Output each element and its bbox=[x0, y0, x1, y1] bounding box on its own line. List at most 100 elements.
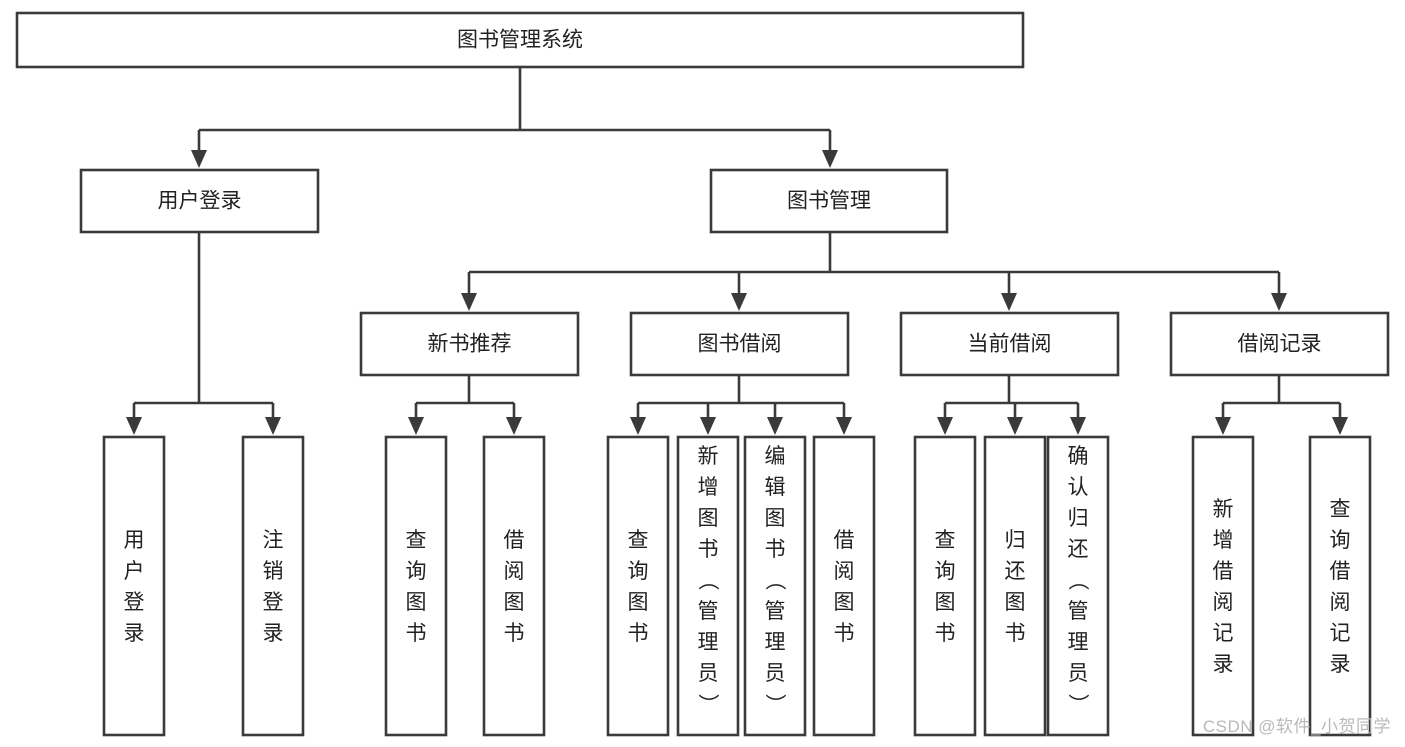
arrowhead-query-book-a bbox=[408, 417, 424, 435]
leaf-node-10-label-char: 还 bbox=[1068, 538, 1089, 561]
leaf-node-3-label-char: 阅 bbox=[504, 560, 525, 583]
level3-node-1-box[interactable] bbox=[629, 311, 850, 377]
leaf-node-3-label-char: 借 bbox=[504, 529, 525, 552]
leaf-node-8-box[interactable] bbox=[913, 435, 977, 737]
leaf-node-12-label-char: 录 bbox=[1330, 653, 1351, 676]
arrowhead-query-record bbox=[1332, 417, 1348, 435]
leaf-node-11-label-char: 增 bbox=[1213, 529, 1234, 552]
leaf-node-4-label-char: 图 bbox=[628, 591, 649, 614]
level3-node-3-box[interactable] bbox=[1169, 311, 1390, 377]
leaf-node-5-label-char: 管 bbox=[698, 600, 719, 623]
leaf-node-0[interactable]: 用户登录 bbox=[102, 435, 166, 737]
leaf-node-7-label-char: 借 bbox=[834, 529, 855, 552]
leaf-node-5-label-char: （ bbox=[696, 570, 719, 591]
leaf-node-6-label-char: 管 bbox=[765, 600, 786, 623]
leaf-node-12-label-char: 记 bbox=[1330, 622, 1351, 645]
leaf-node-0-box[interactable] bbox=[102, 435, 166, 737]
leaf-node-6-label-char: 员 bbox=[765, 662, 786, 685]
leaf-node-6-label-char: 图 bbox=[765, 507, 786, 530]
leaf-node-10-label-char: （ bbox=[1066, 570, 1089, 591]
level3-node-1[interactable]: 图书借阅 bbox=[629, 311, 850, 377]
leaf-node-5-box[interactable] bbox=[676, 435, 740, 737]
leaf-node-5-label-char: 员 bbox=[698, 662, 719, 685]
leaf-node-10-label-char: 归 bbox=[1068, 507, 1089, 530]
leaf-node-9-label-char: 归 bbox=[1005, 529, 1026, 552]
leaf-node-8-label-char: 图 bbox=[935, 591, 956, 614]
arrowhead-user-login bbox=[191, 150, 207, 168]
leaf-node-5-label-char: 书 bbox=[698, 538, 719, 561]
leaf-node-0-label-char: 户 bbox=[124, 560, 145, 583]
leaf-node-12-label-char: 询 bbox=[1330, 529, 1351, 552]
level2-node-1-box[interactable] bbox=[709, 168, 949, 234]
arrowhead-confirm-return bbox=[1070, 417, 1086, 435]
arrowhead-borrow-records bbox=[1271, 293, 1287, 311]
leaf-node-1-label-char: 销 bbox=[263, 560, 284, 583]
arrowhead-leaf-logout bbox=[265, 417, 281, 435]
leaf-node-3-box[interactable] bbox=[482, 435, 546, 737]
level3-node-2-box[interactable] bbox=[899, 311, 1120, 377]
level2-node-0-box[interactable] bbox=[79, 168, 320, 234]
leaf-node-4-box[interactable] bbox=[606, 435, 670, 737]
leaf-node-5-label-char: ） bbox=[696, 694, 719, 715]
leaf-node-2-label-char: 询 bbox=[406, 560, 427, 583]
arrowhead-new-book-rec bbox=[461, 293, 477, 311]
leaf-node-7-label-char: 书 bbox=[834, 622, 855, 645]
leaf-node-11-label-char: 阅 bbox=[1213, 591, 1234, 614]
leaf-node-10-label-char: 理 bbox=[1068, 631, 1089, 654]
leaf-node-5-label-char: 图 bbox=[698, 507, 719, 530]
level2-node-0[interactable]: 用户登录 bbox=[79, 168, 320, 234]
leaf-node-12-box[interactable] bbox=[1308, 435, 1372, 737]
leaf-node-2-label-char: 图 bbox=[406, 591, 427, 614]
arrowhead-query-book-c bbox=[937, 417, 953, 435]
leaf-node-0-label-char: 登 bbox=[124, 591, 145, 614]
leaf-node-7-box[interactable] bbox=[812, 435, 876, 737]
leaf-node-0-label-char: 用 bbox=[124, 529, 145, 552]
leaf-node-2-label-char: 书 bbox=[406, 622, 427, 645]
level2-node-1[interactable]: 图书管理 bbox=[709, 168, 949, 234]
leaf-node-6-label-char: 辑 bbox=[765, 476, 786, 499]
level2-node-1-label: 图书管理 bbox=[787, 190, 871, 213]
arrowhead-add-book bbox=[700, 417, 716, 435]
leaf-node-10-label-char: 认 bbox=[1068, 476, 1089, 499]
leaf-node-9-label-char: 图 bbox=[1005, 591, 1026, 614]
level3-node-layer: 新书推荐图书借阅 当前借阅 借阅记录 bbox=[359, 311, 1390, 377]
level3-node-0-box[interactable] bbox=[359, 311, 580, 377]
level2-node-layer: 用户登录 图书管理 bbox=[79, 168, 949, 234]
leaf-node-1-label-char: 注 bbox=[263, 529, 284, 552]
level3-node-2[interactable]: 当前借阅 bbox=[899, 311, 1120, 377]
leaf-node-10-label-char: 管 bbox=[1068, 600, 1089, 623]
leaf-node-1-label-char: 录 bbox=[263, 622, 284, 645]
leaf-node-11-label-char: 借 bbox=[1213, 560, 1234, 583]
root-node-box[interactable] bbox=[15, 11, 1025, 69]
level3-node-3[interactable]: 借阅记录 bbox=[1169, 311, 1390, 377]
leaf-node-6-label-char: ） bbox=[763, 694, 786, 715]
leaf-node-10-box[interactable] bbox=[1046, 435, 1110, 737]
leaf-node-5-label-char: 增 bbox=[698, 476, 719, 499]
leaf-node-8-label-char: 询 bbox=[935, 560, 956, 583]
level3-node-0[interactable]: 新书推荐 bbox=[359, 311, 580, 377]
level3-node-2-label: 当前借阅 bbox=[968, 333, 1052, 356]
level3-node-3-label: 借阅记录 bbox=[1238, 333, 1322, 356]
leaf-node-1-box[interactable] bbox=[241, 435, 305, 737]
arrowhead-borrow-book-b bbox=[836, 417, 852, 435]
leaf-node-6-label-char: 编 bbox=[765, 445, 786, 468]
leaf-node-9-box[interactable] bbox=[983, 435, 1047, 737]
leaf-node-6-box[interactable] bbox=[743, 435, 807, 737]
leaf-node-11-box[interactable] bbox=[1191, 435, 1255, 737]
leaf-node-11-label-char: 记 bbox=[1213, 622, 1234, 645]
leaf-node-2-box[interactable] bbox=[384, 435, 448, 737]
root-node[interactable]: 图书管理系统 bbox=[15, 11, 1025, 69]
leaf-node-4-label-char: 书 bbox=[628, 622, 649, 645]
